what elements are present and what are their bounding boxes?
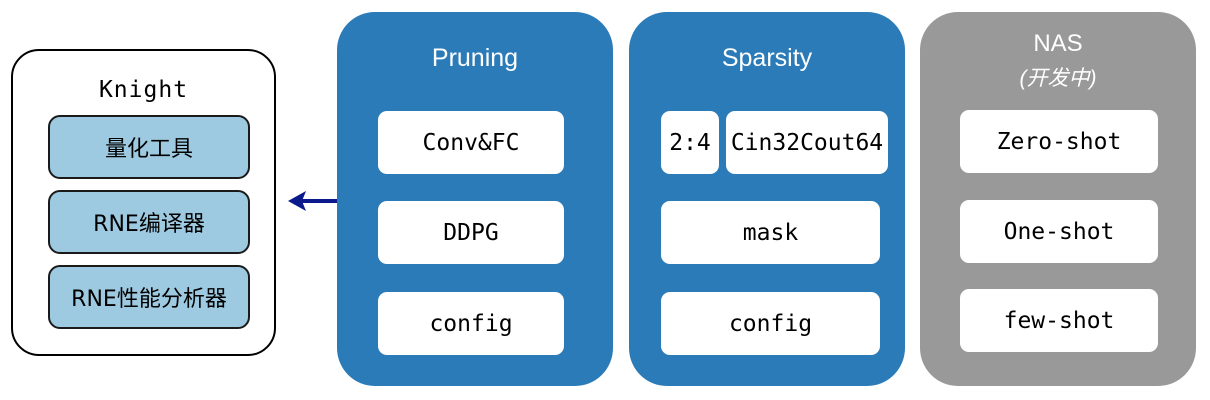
sparsity-title: Sparsity bbox=[721, 44, 813, 72]
sparsity-panel: Sparsity 2:4 Cin32Cout64 mask config bbox=[629, 12, 905, 386]
tool-rne-compiler: RNE编译器 bbox=[48, 190, 250, 254]
nas-subtitle: (开发中) bbox=[1019, 67, 1097, 90]
left-arrow-icon bbox=[288, 191, 344, 211]
nas-title: NAS bbox=[1033, 30, 1083, 57]
knight-box: Knight 量化工具 RNE编译器 RNE性能分析器 bbox=[11, 49, 276, 356]
sparsity-item-cin32cout64: Cin32Cout64 bbox=[726, 111, 888, 174]
tool-rne-profiler: RNE性能分析器 bbox=[48, 265, 250, 329]
sparsity-item-mask: mask bbox=[661, 201, 880, 264]
pruning-item-conv-fc: Conv&FC bbox=[378, 111, 564, 174]
nas-panel: NAS (开发中) Zero-shot One-shot few-shot bbox=[920, 12, 1196, 386]
tool-quantization: 量化工具 bbox=[48, 115, 250, 179]
pruning-panel: Pruning Conv&FC DDPG config bbox=[337, 12, 613, 386]
pruning-item-config: config bbox=[378, 292, 564, 355]
pruning-title: Pruning bbox=[431, 44, 519, 72]
nas-item-few-shot: few-shot bbox=[960, 289, 1158, 352]
pruning-item-ddpg: DDPG bbox=[378, 201, 564, 264]
sparsity-item-2-4: 2:4 bbox=[661, 111, 719, 174]
sparsity-item-config: config bbox=[661, 292, 880, 355]
knight-title: Knight bbox=[98, 77, 189, 103]
nas-item-one-shot: One-shot bbox=[960, 200, 1158, 263]
nas-item-zero-shot: Zero-shot bbox=[960, 110, 1158, 173]
